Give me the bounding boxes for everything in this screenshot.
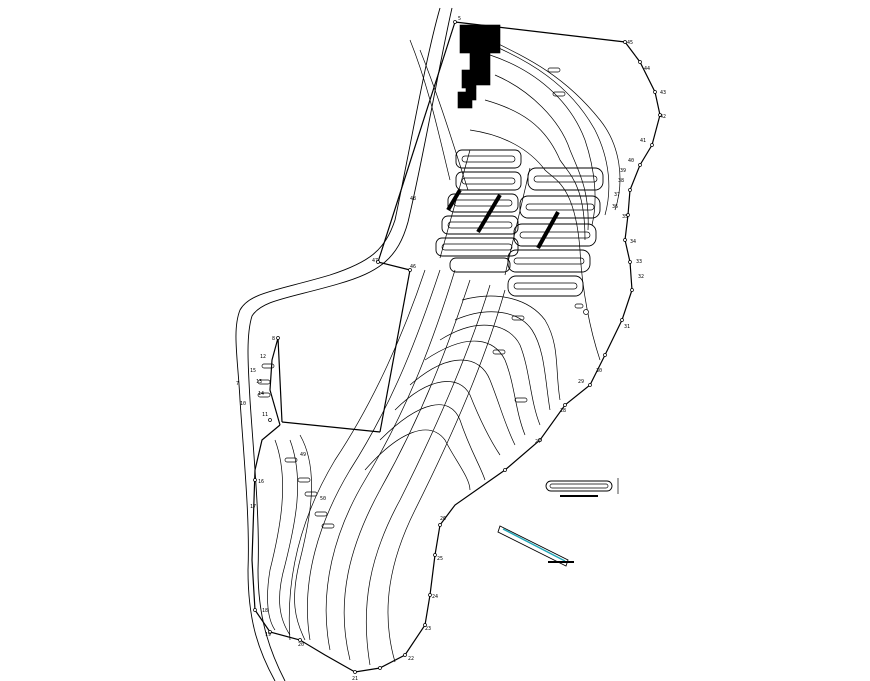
label-44: 44 xyxy=(644,66,650,72)
label-22: 22 xyxy=(408,656,414,662)
label-30: 30 xyxy=(596,368,602,374)
label-24: 24 xyxy=(432,594,438,600)
label-25: 25 xyxy=(437,556,443,562)
label-37: 37 xyxy=(614,192,620,198)
site-boundary xyxy=(251,21,661,673)
label-48: 48 xyxy=(410,196,416,202)
label-40: 40 xyxy=(628,158,634,164)
label-38: 38 xyxy=(618,178,624,184)
label-7: 7 xyxy=(236,381,239,387)
label-26: 26 xyxy=(440,516,446,522)
tank-section-detail xyxy=(545,478,619,497)
label-5: 5 xyxy=(458,16,461,22)
label-12: 12 xyxy=(260,354,266,360)
label-45: 45 xyxy=(627,40,633,46)
label-31: 31 xyxy=(624,324,630,330)
survey-point-labels: 5 8 7 10 11 12 13 14 15 16 17 18 19 20 2… xyxy=(236,16,666,681)
label-15: 15 xyxy=(250,368,256,374)
label-27: 27 xyxy=(535,439,541,445)
label-20: 20 xyxy=(298,642,304,648)
label-36: 36 xyxy=(612,204,618,210)
label-43: 43 xyxy=(660,90,666,96)
label-42: 42 xyxy=(660,114,666,120)
label-18: 18 xyxy=(262,608,268,614)
label-21: 21 xyxy=(352,676,358,681)
label-17: 17 xyxy=(250,504,256,510)
label-29: 29 xyxy=(578,379,584,385)
label-16: 16 xyxy=(258,479,264,485)
label-35: 35 xyxy=(622,214,628,220)
label-33: 33 xyxy=(636,259,642,265)
contour-value-tags xyxy=(257,67,584,529)
label-8: 8 xyxy=(272,336,275,342)
contour-lines xyxy=(267,29,621,666)
label-34: 34 xyxy=(630,239,636,245)
label-10: 10 xyxy=(240,401,246,407)
label-11: 11 xyxy=(262,412,268,418)
label-19: 19 xyxy=(265,632,271,638)
tank-oblique-detail xyxy=(497,525,574,567)
label-14: 14 xyxy=(258,391,264,397)
building-cluster xyxy=(457,24,501,109)
label-23: 23 xyxy=(425,626,431,632)
survey-points xyxy=(253,20,662,674)
label-39: 39 xyxy=(620,168,626,174)
label-32: 32 xyxy=(638,274,644,280)
label-28: 28 xyxy=(560,408,566,414)
label-41: 41 xyxy=(640,138,646,144)
label-46: 46 xyxy=(410,264,416,270)
label-49: 49 xyxy=(300,452,306,458)
label-47: 47 xyxy=(372,258,378,264)
raceway-tanks xyxy=(435,149,604,297)
label-50: 50 xyxy=(320,496,326,502)
label-13: 13 xyxy=(256,379,262,385)
